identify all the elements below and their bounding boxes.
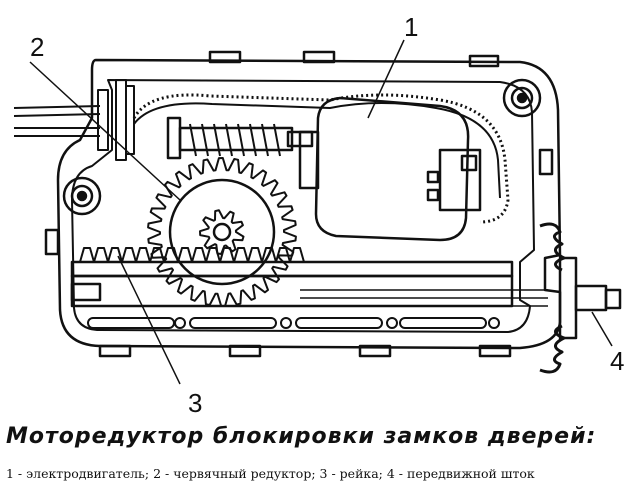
wire-leads bbox=[13, 79, 135, 161]
mount-tab bbox=[478, 344, 512, 358]
push-rod-with-boot bbox=[539, 222, 622, 374]
mounting-hole-right bbox=[502, 78, 542, 118]
legend-item-1: 1 - электродвигатель; bbox=[6, 466, 150, 481]
housing-outline bbox=[56, 58, 562, 350]
mount-tab bbox=[44, 228, 60, 256]
rack bbox=[70, 247, 548, 308]
figure-legend: 1 - электродвигатель; 2 - червячный реду… bbox=[6, 466, 636, 481]
mount-tab bbox=[358, 344, 392, 358]
worm-shaft bbox=[166, 116, 314, 160]
legend-item-2: 2 - червячный редуктор; bbox=[153, 466, 316, 481]
internal-wire bbox=[132, 93, 510, 224]
worm-gear bbox=[147, 157, 297, 307]
legend-item-3: 3 - рейка; bbox=[319, 466, 383, 481]
mount-tab bbox=[98, 344, 132, 358]
callout-1: 1 bbox=[404, 12, 418, 42]
figure-title: Моторедуктор блокировки замков дверей: bbox=[6, 424, 597, 449]
mounting-hole-left bbox=[62, 176, 102, 216]
mount-tab bbox=[302, 50, 336, 64]
callout-4: 4 bbox=[610, 346, 624, 376]
electric-motor bbox=[298, 96, 482, 242]
bottom-slots bbox=[87, 317, 500, 329]
mount-tab bbox=[228, 344, 262, 358]
mount-tab bbox=[468, 54, 500, 68]
motor-reducer-drawing: 1 2 3 4 bbox=[13, 12, 624, 418]
internal-wire bbox=[133, 102, 501, 199]
callout-2: 2 bbox=[30, 32, 44, 62]
callout-3: 3 bbox=[188, 388, 202, 418]
mount-tab bbox=[208, 50, 242, 64]
leader-lines bbox=[29, 39, 613, 385]
legend-item-4: 4 - передвижной шток bbox=[386, 466, 535, 481]
mount-tab bbox=[538, 148, 554, 176]
